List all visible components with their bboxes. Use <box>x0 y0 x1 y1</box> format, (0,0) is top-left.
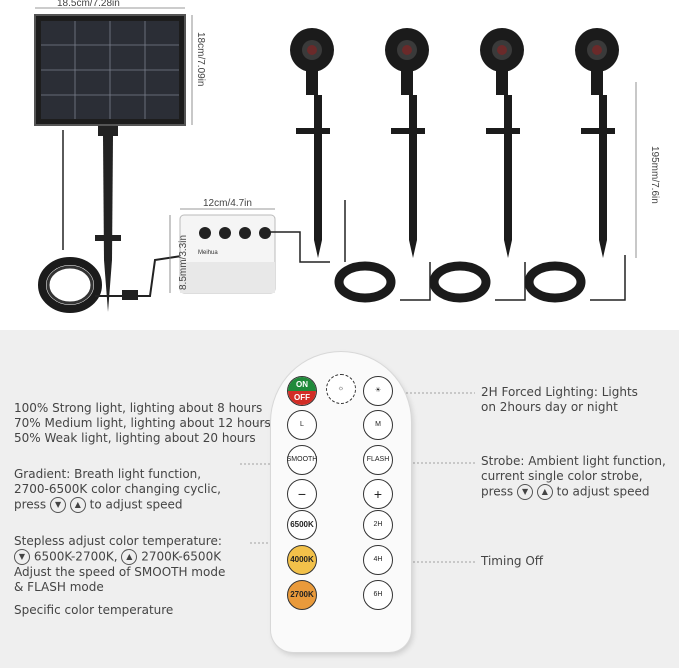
stepless-note-line2: ▼ 6500K-2700K, ▲ 2700K-6500K <box>14 549 225 565</box>
brightness-note-weak: 50% Weak light, lighting about 20 hours <box>14 431 256 445</box>
cable-coil-2 <box>429 261 491 303</box>
forced-light-button[interactable]: ☼ <box>326 374 356 404</box>
brightness-note-strong: 100% Strong light, lighting about 8 hour… <box>14 401 263 415</box>
gradient-notes: Gradient: Breath light function, 2700-65… <box>14 467 221 513</box>
spotlight-4 <box>575 28 619 258</box>
up-arrow-icon: ▲ <box>69 497 86 513</box>
brightness-notes: 100% Strong light, lighting about 8 hour… <box>14 401 271 446</box>
color-4000k-button[interactable]: 4000K <box>287 545 317 575</box>
gradient-note-line1: Gradient: Breath light function, <box>14 467 202 481</box>
bulb-icon: ☼ <box>337 385 345 392</box>
on-label: ON <box>288 377 316 391</box>
spotlight-1 <box>290 28 334 258</box>
gradient-note-line2: 2700-6500K color changing cyclic, <box>14 482 221 496</box>
control-box <box>179 214 276 294</box>
product-drawing <box>34 7 637 313</box>
box-height-label: 8.5mm/3.3in <box>178 234 189 290</box>
timing-note: Timing Off <box>481 554 544 568</box>
decrease-button[interactable]: − <box>287 479 317 509</box>
increase-button[interactable]: + <box>363 479 393 509</box>
brightness-button[interactable]: ☀ <box>363 376 393 406</box>
forced-notes: 2H Forced Lighting: Lights on 2hours day… <box>481 385 638 415</box>
down-arrow-icon: ▼ <box>50 497 67 513</box>
specific-note: Specific color temperature <box>14 603 174 617</box>
strobe-note-line1: Strobe: Ambient light function, <box>481 454 666 468</box>
stepless-note-line4: & FLASH mode <box>14 580 104 594</box>
remote-control: ON OFF ☼ ☀ L M SMOOTH FLASH − + 6500K 40… <box>271 352 411 652</box>
strobe-note-line2: current single color strobe, <box>481 469 643 483</box>
forced-note-line2: on 2hours day or night <box>481 400 618 414</box>
stepless-notes: Stepless adjust color temperature: ▼ 650… <box>14 534 225 595</box>
panel-width-label: 18.5cm/7.28in <box>57 0 120 9</box>
color-6500k-button[interactable]: 6500K <box>287 510 317 540</box>
gradient-note-line3: press ▼ ▲ to adjust speed <box>14 497 183 513</box>
cable-coil-panel <box>38 257 102 313</box>
cable-coil-1 <box>334 261 396 303</box>
panel-height-label: 18cm/7.09in <box>195 32 206 87</box>
down-arrow-icon: ▼ <box>517 484 534 500</box>
spotlight-2 <box>385 28 429 258</box>
product-illustration: 18.5cm/7.28in 18cm/7.09in 12cm/4.7in 8.5… <box>0 0 679 330</box>
box-brand: Meihua <box>198 250 218 256</box>
on-off-button[interactable]: ON OFF <box>287 376 317 406</box>
color-2700k-button[interactable]: 2700K <box>287 580 317 610</box>
brightness-note-medium: 70% Medium light, lighting about 12 hour… <box>14 416 271 430</box>
plus-icon: + <box>373 486 383 502</box>
up-arrow-icon: ▲ <box>536 484 553 500</box>
light-height-label: 195mm/7.6in <box>649 146 660 204</box>
forced-note-line1: 2H Forced Lighting: Lights <box>481 385 638 399</box>
spotlight-3 <box>480 28 524 258</box>
sun-icon: ☀ <box>374 387 382 394</box>
medium-light-button[interactable]: M <box>363 410 393 440</box>
smooth-button[interactable]: SMOOTH <box>287 445 317 475</box>
solar-panel <box>34 14 186 312</box>
box-width-label: 12cm/4.7in <box>203 198 252 209</box>
up-arrow-icon: ▲ <box>121 549 138 565</box>
flash-button[interactable]: FLASH <box>363 445 393 475</box>
off-label: OFF <box>288 391 316 405</box>
cable-coil-3 <box>524 261 586 303</box>
timer-4h-button[interactable]: 4H <box>363 545 393 575</box>
low-light-button[interactable]: L <box>287 410 317 440</box>
stepless-note-line3: Adjust the speed of SMOOTH mode <box>14 565 226 579</box>
timer-2h-button[interactable]: 2H <box>363 510 393 540</box>
minus-icon: − <box>297 486 307 502</box>
strobe-notes: Strobe: Ambient light function, current … <box>481 454 666 500</box>
down-arrow-icon: ▼ <box>14 549 30 565</box>
timer-6h-button[interactable]: 6H <box>363 580 393 610</box>
stepless-note-line1: Stepless adjust color temperature: <box>14 534 222 548</box>
strobe-note-line3: press ▼ ▲ to adjust speed <box>481 484 650 500</box>
